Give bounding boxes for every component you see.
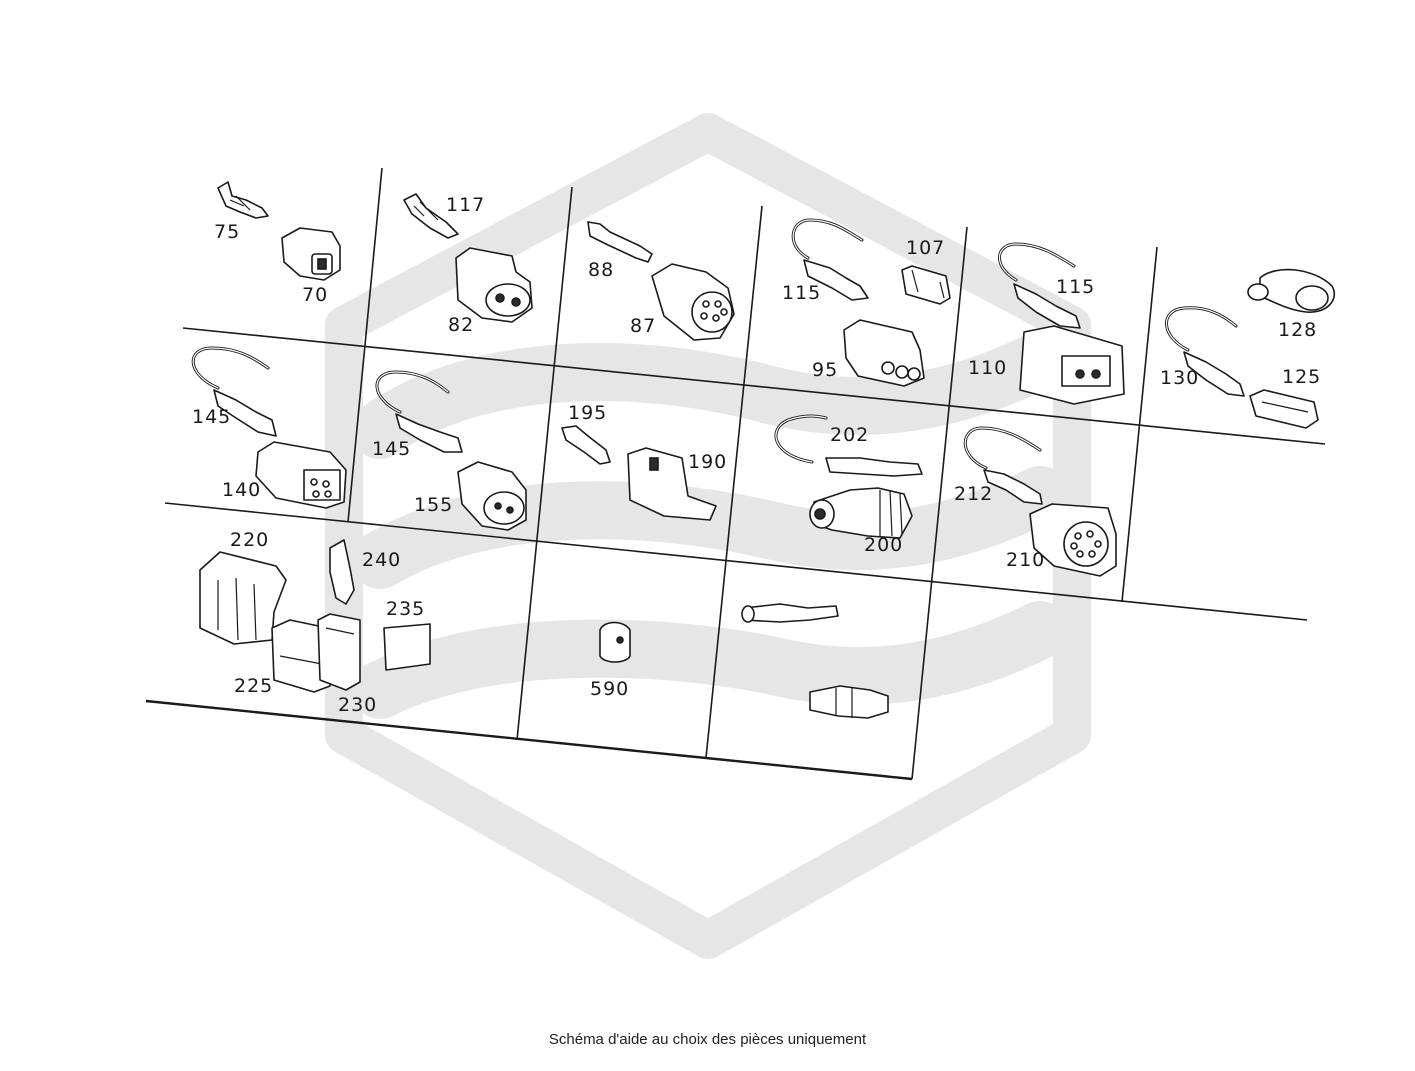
part-155-connector-icon <box>457 461 527 531</box>
diagram-caption: Schéma d'aide au choix des pièces unique… <box>548 1031 867 1048</box>
part-128-seal-icon <box>1247 268 1335 313</box>
callout-235: 235 <box>386 598 425 620</box>
callout-130: 130 <box>1160 367 1199 389</box>
exploded-parts-diagram: 75 70 117 82 88 87 115 107 95 115 110 12… <box>145 113 1335 959</box>
grid-col-line-4 <box>911 226 968 780</box>
callout-195: 195 <box>568 402 607 424</box>
callout-202: 202 <box>830 424 869 446</box>
part-130-wire-lead-icon <box>1165 306 1245 397</box>
callout-82: 82 <box>448 314 474 336</box>
grid-bottom-line-a <box>145 699 707 760</box>
plug-tool-icon <box>741 603 839 623</box>
callout-128: 128 <box>1278 319 1317 341</box>
grid-row-line-2 <box>164 502 1308 621</box>
callout-87: 87 <box>630 315 656 337</box>
part-140-connector-icon <box>255 441 347 509</box>
part-195-terminal-icon <box>561 425 611 465</box>
callout-125: 125 <box>1282 366 1321 388</box>
callout-110: 110 <box>968 357 1007 379</box>
part-70-connector-icon <box>281 227 341 281</box>
callout-95: 95 <box>812 359 838 381</box>
part-115-wire-lead-icon <box>998 242 1081 329</box>
part-82-connector-icon <box>455 247 533 323</box>
part-200-seal-icon <box>809 487 913 539</box>
callout-117: 117 <box>446 194 485 216</box>
part-190-connector-icon <box>627 447 717 521</box>
callout-590: 590 <box>590 678 629 700</box>
callout-75: 75 <box>214 221 240 243</box>
callout-70: 70 <box>302 284 328 306</box>
callout-225: 225 <box>234 675 273 697</box>
callout-200: 200 <box>864 534 903 556</box>
part-240-terminal-icon <box>329 539 355 605</box>
watermark-logo-icon <box>325 113 1091 959</box>
grid-col-line-1 <box>347 167 383 523</box>
callout-190: 190 <box>688 451 727 473</box>
part-225-cover-icon <box>271 619 331 693</box>
callout-145-b: 145 <box>372 438 411 460</box>
part-230-cover-icon <box>317 613 361 691</box>
callout-145: 145 <box>192 406 231 428</box>
grid-lines <box>145 167 1326 781</box>
part-145-wire-lead-icon <box>375 370 463 453</box>
part-125-connector-icon <box>1249 389 1319 429</box>
callout-88: 88 <box>588 259 614 281</box>
callout-212: 212 <box>954 483 993 505</box>
part-202-wire-lead-icon <box>774 414 923 477</box>
part-87-connector-icon <box>651 263 735 341</box>
grid-col-line-2 <box>516 186 573 741</box>
plug-socket-icon <box>809 685 889 719</box>
part-235-plate-icon <box>383 623 431 671</box>
part-88-terminal-icon <box>587 221 653 263</box>
callout-107: 107 <box>906 237 945 259</box>
part-212-wire-lead-icon <box>963 426 1043 505</box>
callout-140: 140 <box>222 479 261 501</box>
part-590-cap-icon <box>599 621 631 663</box>
grid-col-line-5 <box>1121 246 1158 603</box>
part-110-connector-icon <box>1019 325 1125 405</box>
callout-240: 240 <box>362 549 401 571</box>
callout-220: 220 <box>230 529 269 551</box>
part-145-wire-lead-icon <box>191 346 277 437</box>
grid-bottom-line-b <box>705 756 913 781</box>
part-220-housing-icon <box>199 551 287 645</box>
part-210-connector-icon <box>1029 503 1117 577</box>
callout-115: 115 <box>782 282 821 304</box>
part-95-connector-icon <box>843 319 925 387</box>
callout-115-b: 115 <box>1056 276 1095 298</box>
part-117-terminal-icon <box>403 193 459 239</box>
callout-210: 210 <box>1006 549 1045 571</box>
grid-row-line-1 <box>182 327 1326 445</box>
callout-230: 230 <box>338 694 377 716</box>
callout-155: 155 <box>414 494 453 516</box>
grid-col-line-3 <box>705 205 763 759</box>
part-75-terminal-icon <box>217 181 269 219</box>
part-107-cover-icon <box>901 265 951 305</box>
part-115-wire-lead-icon <box>791 218 869 301</box>
